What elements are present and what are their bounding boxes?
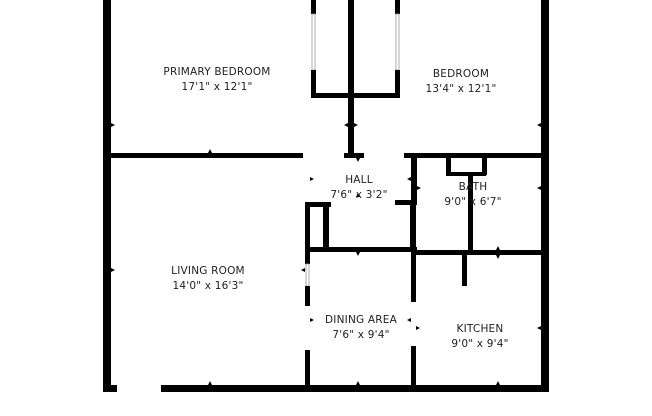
kitchen-counter-wall: [462, 252, 467, 286]
room-label-bath: BATH 9'0" x 6'7": [444, 180, 501, 210]
tick-dining-right: [407, 318, 411, 322]
room-label-primary-bedroom: PRIMARY BEDROOM 17'1" x 12'1": [163, 65, 270, 95]
tick-bath-right: [537, 186, 541, 190]
tick-hall-right: [407, 177, 411, 181]
room-name: PRIMARY BEDROOM: [163, 66, 271, 78]
bath-wall-left: [411, 158, 417, 202]
tick-bedroom-left: [354, 123, 358, 127]
closet-wall-left: [311, 0, 316, 14]
living-dining-wall-lower: [305, 286, 310, 306]
closet-wall-right: [395, 0, 400, 14]
outer-wall-bottom-left: [103, 385, 117, 392]
bath-closet-right: [482, 153, 487, 175]
room-dimensions: 9'0" x 6'7": [444, 196, 502, 208]
tick-hall-bottom: [356, 193, 360, 197]
bedroom-wall-bottom-left: [103, 153, 303, 158]
room-label-hall: HALL 7'6" x 3'2": [330, 173, 387, 203]
tick-bath-bottom: [496, 246, 500, 250]
room-name: HALL: [345, 174, 373, 186]
tick-bath-left: [417, 186, 421, 190]
room-name: BATH: [458, 181, 488, 193]
hall-closet-left: [323, 202, 329, 250]
hall-wall-top: [305, 202, 331, 207]
tick-living-left: [111, 268, 115, 272]
outer-wall-right: [541, 0, 549, 392]
bath-inner-wall: [468, 172, 473, 252]
tick-kitchen-bottom: [496, 381, 500, 385]
tick-hall-left: [310, 177, 314, 181]
tick-kitchen-top: [496, 255, 500, 259]
room-label-kitchen: KITCHEN 9'0" x 9'4": [451, 322, 508, 352]
tick-dining-left: [310, 318, 314, 322]
hall-stub-wall: [344, 153, 364, 158]
tick-primary-bottom: [208, 149, 212, 153]
room-name: KITCHEN: [456, 323, 504, 335]
closet-wall-right-lower: [395, 70, 400, 98]
closet-door-right: [395, 13, 400, 71]
bath-closet-left: [446, 153, 451, 175]
tick-hall-top: [356, 158, 360, 162]
room-dimensions: 7'6" x 9'4": [332, 329, 390, 341]
tick-dining-top: [356, 252, 360, 256]
room-dimensions: 17'1" x 12'1": [181, 81, 253, 93]
room-label-dining-area: DINING AREA 7'6" x 9'4": [325, 313, 397, 343]
tick-living-right: [301, 268, 305, 272]
living-dining-wall-bottom: [305, 350, 310, 392]
closet-wall-left-lower: [311, 70, 316, 98]
room-dimensions: 7'6" x 3'2": [330, 189, 388, 201]
tick-dining-bottom: [356, 381, 360, 385]
tick-primary-left: [111, 123, 115, 127]
hall-closet-right: [410, 200, 416, 252]
bath-wall-bottom: [411, 250, 549, 255]
outer-wall-left: [103, 0, 111, 392]
room-dimensions: 14'0" x 16'3": [172, 280, 244, 292]
bath-closet-bottom: [446, 172, 486, 176]
closet-door-left: [311, 13, 316, 71]
outer-wall-bottom-right: [161, 385, 549, 392]
room-dimensions: 9'0" x 9'4": [451, 338, 509, 350]
room-label-living-room: LIVING ROOM 14'0" x 16'3": [171, 264, 245, 294]
room-name: BEDROOM: [432, 68, 490, 80]
dining-kitchen-wall-upper: [411, 252, 416, 302]
room-dimensions: 13'4" x 12'1": [425, 83, 497, 95]
hall-wall-top-right: [395, 200, 417, 205]
room-name: LIVING ROOM: [171, 265, 245, 277]
bedroom-wall-bottom-right: [404, 153, 549, 158]
entry-door-gap: [117, 385, 161, 392]
tick-primary-right: [344, 123, 348, 127]
tick-living-bottom: [208, 381, 212, 385]
room-label-bedroom: BEDROOM 13'4" x 12'1": [425, 67, 496, 97]
tick-kitchen-right: [537, 326, 541, 330]
living-dining-wall-upper: [305, 202, 310, 264]
tick-bedroom-right: [537, 123, 541, 127]
living-dining-opening: [305, 263, 310, 287]
closet-divider: [348, 0, 354, 158]
closet-bottom: [311, 93, 400, 98]
dining-kitchen-wall-lower: [411, 346, 416, 392]
tick-kitchen-left: [416, 326, 420, 330]
dining-wall-top: [305, 247, 417, 252]
room-name: DINING AREA: [325, 314, 397, 326]
